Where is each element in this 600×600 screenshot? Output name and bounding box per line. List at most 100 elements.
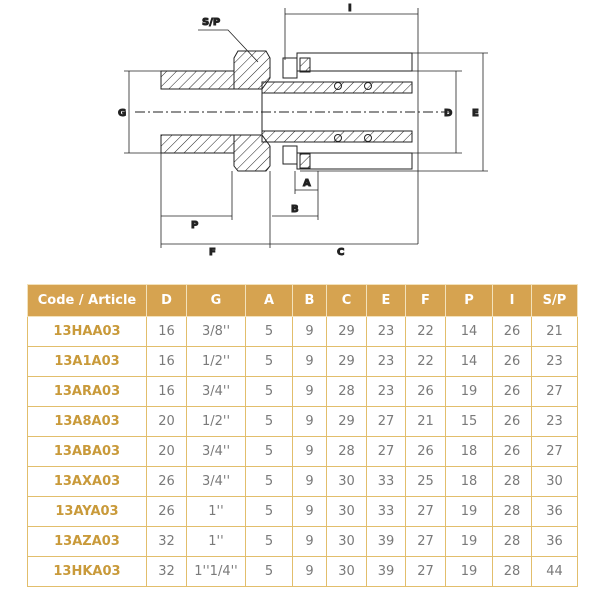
column-header: Code / Article xyxy=(27,284,147,317)
value-cell: 19 xyxy=(445,556,493,587)
value-cell: 9 xyxy=(292,436,327,467)
label-p: P xyxy=(191,220,198,231)
value-cell: 18 xyxy=(445,466,493,497)
value-cell: 32 xyxy=(146,556,187,587)
value-cell: 44 xyxy=(531,556,578,587)
article-code-cell: 13AZA03 xyxy=(27,526,147,557)
value-cell: 9 xyxy=(292,466,327,497)
value-cell: 32 xyxy=(146,526,187,557)
column-header: G xyxy=(186,284,246,317)
value-cell: 5 xyxy=(245,526,293,557)
value-cell: 29 xyxy=(326,406,367,437)
value-cell: 30 xyxy=(326,556,367,587)
value-cell: 5 xyxy=(245,496,293,527)
label-c: C xyxy=(337,247,344,258)
label-sp: S/P xyxy=(202,17,220,28)
value-cell: 5 xyxy=(245,436,293,467)
value-cell: 26 xyxy=(405,376,446,407)
label-i: I xyxy=(348,3,352,14)
article-code-cell: 13HAA03 xyxy=(27,316,147,347)
value-cell: 3/4'' xyxy=(186,436,246,467)
label-b: B xyxy=(291,204,299,215)
value-cell: 30 xyxy=(326,496,367,527)
value-cell: 30 xyxy=(326,526,367,557)
value-cell: 39 xyxy=(366,556,406,587)
value-cell: 3/8'' xyxy=(186,316,246,347)
value-cell: 14 xyxy=(445,316,493,347)
value-cell: 39 xyxy=(366,526,406,557)
value-cell: 5 xyxy=(245,406,293,437)
value-cell: 16 xyxy=(146,376,187,407)
value-cell: 25 xyxy=(405,466,446,497)
column-header: B xyxy=(292,284,327,317)
value-cell: 21 xyxy=(405,406,446,437)
dimension-lines xyxy=(124,8,488,248)
value-cell: 22 xyxy=(405,346,446,377)
value-cell: 1'' xyxy=(186,496,246,527)
value-cell: 26 xyxy=(492,346,532,377)
value-cell: 9 xyxy=(292,556,327,587)
article-code-cell: 13AYA03 xyxy=(27,496,147,527)
value-cell: 18 xyxy=(445,436,493,467)
value-cell: 9 xyxy=(292,376,327,407)
value-cell: 33 xyxy=(366,466,406,497)
value-cell: 28 xyxy=(492,496,532,527)
value-cell: 14 xyxy=(445,346,493,377)
value-cell: 21 xyxy=(531,316,578,347)
value-cell: 27 xyxy=(531,376,578,407)
fitting-technical-drawing: S/P I G D E A B P F C xyxy=(118,3,488,259)
column-header: S/P xyxy=(531,284,578,317)
article-code-cell: 13HKA03 xyxy=(27,556,147,587)
label-e: E xyxy=(472,108,479,119)
value-cell: 26 xyxy=(146,466,187,497)
value-cell: 5 xyxy=(245,466,293,497)
value-cell: 28 xyxy=(492,526,532,557)
column-header: P xyxy=(445,284,493,317)
label-f: F xyxy=(209,247,216,258)
label-g: G xyxy=(118,108,126,119)
value-cell: 23 xyxy=(366,316,406,347)
value-cell: 1''1/4'' xyxy=(186,556,246,587)
value-cell: 27 xyxy=(366,406,406,437)
label-d: D xyxy=(444,108,452,119)
value-cell: 5 xyxy=(245,556,293,587)
value-cell: 28 xyxy=(326,436,367,467)
article-code-cell: 13AXA03 xyxy=(27,466,147,497)
value-cell: 5 xyxy=(245,316,293,347)
value-cell: 28 xyxy=(492,466,532,497)
value-cell: 9 xyxy=(292,316,327,347)
value-cell: 5 xyxy=(245,346,293,377)
article-code-cell: 13A8A03 xyxy=(27,406,147,437)
value-cell: 19 xyxy=(445,526,493,557)
column-header: E xyxy=(366,284,406,317)
value-cell: 22 xyxy=(405,316,446,347)
article-code-cell: 13ARA03 xyxy=(27,376,147,407)
value-cell: 26 xyxy=(492,376,532,407)
value-cell: 9 xyxy=(292,496,327,527)
label-a: A xyxy=(303,178,311,189)
value-cell: 23 xyxy=(531,346,578,377)
column-header: C xyxy=(326,284,367,317)
value-cell: 28 xyxy=(326,376,367,407)
value-cell: 36 xyxy=(531,526,578,557)
value-cell: 9 xyxy=(292,346,327,377)
value-cell: 16 xyxy=(146,316,187,347)
value-cell: 26 xyxy=(492,316,532,347)
value-cell: 28 xyxy=(492,556,532,587)
value-cell: 29 xyxy=(326,316,367,347)
value-cell: 3/4'' xyxy=(186,466,246,497)
value-cell: 9 xyxy=(292,526,327,557)
value-cell: 27 xyxy=(366,436,406,467)
value-cell: 26 xyxy=(492,406,532,437)
value-cell: 26 xyxy=(146,496,187,527)
value-cell: 3/4'' xyxy=(186,376,246,407)
value-cell: 27 xyxy=(531,436,578,467)
value-cell: 33 xyxy=(366,496,406,527)
value-cell: 20 xyxy=(146,436,187,467)
